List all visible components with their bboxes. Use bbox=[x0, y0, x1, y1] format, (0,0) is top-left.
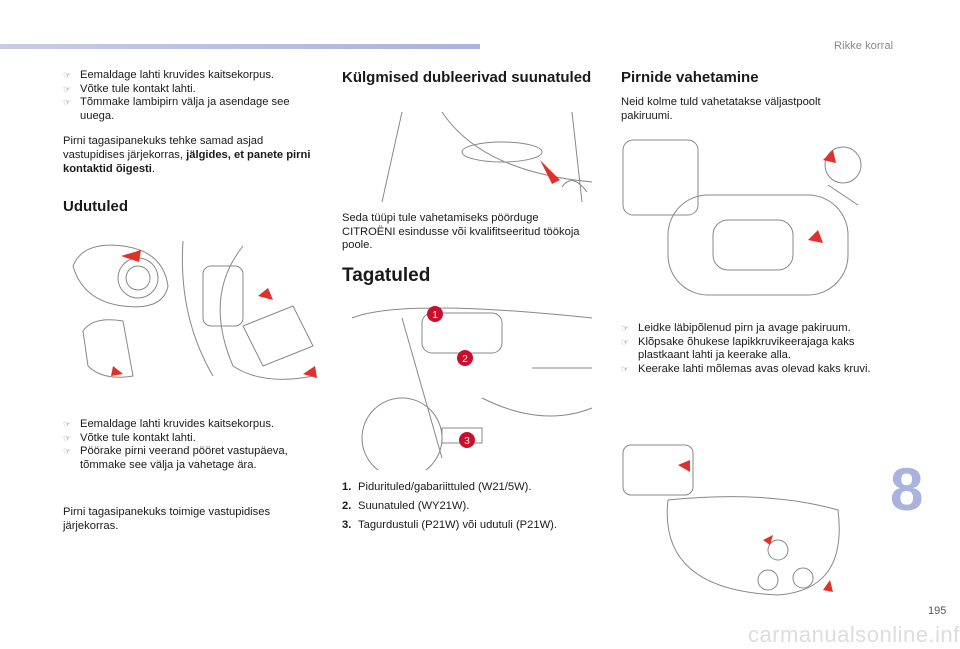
paragraph: Pirni tagasipanekuks tehke samad asjad v… bbox=[63, 135, 311, 175]
heading-udutuled: Udutuled bbox=[63, 198, 128, 216]
column-left: ☞Eemaldage lahti kruvides kaitsekorpus. … bbox=[63, 69, 313, 215]
list-item: ☞Tõmmake lambipirn välja ja asendage see… bbox=[63, 96, 290, 122]
pointing-hand-icon: ☞ bbox=[63, 446, 72, 457]
list-item: ☞Võtke tule kontakt lahti. bbox=[63, 431, 196, 444]
callout-1: 1 bbox=[432, 310, 438, 321]
rear-light-illustration: 1 2 3 bbox=[351, 306, 593, 470]
paragraph: Seda tüüpi tule vahetamiseks pöörduge CI… bbox=[342, 212, 580, 252]
page-number: 195 bbox=[928, 605, 947, 617]
callout-3: 3 bbox=[464, 436, 470, 447]
header-bar bbox=[0, 44, 480, 49]
list-item: ☞Leidke läbipõlenud pirn ja avage pakiru… bbox=[621, 322, 851, 334]
heading-pirnide: Pirnide vahetamine bbox=[621, 69, 759, 86]
list-item: ☞Keerake lahti mõlemas avas olevad kaks … bbox=[621, 362, 871, 375]
pointing-hand-icon: ☞ bbox=[63, 97, 72, 108]
list-item: 3.Tagurdustuli (P21W) või udutuli (P21W)… bbox=[342, 519, 557, 531]
column-middle-text: Seda tüüpi tule vahetamiseks pöörduge CI… bbox=[342, 212, 592, 286]
column-left-lower: ☞Eemaldage lahti kruvides kaitsekorpus. … bbox=[63, 418, 313, 546]
tail-lamp-illustration bbox=[622, 139, 862, 296]
list-item: ☞Võtke tule kontakt lahti. bbox=[63, 82, 196, 95]
pointing-hand-icon: ☞ bbox=[621, 336, 630, 347]
list-item: ☞Klõpsake õhukese lapikkruvikeerajaga ka… bbox=[621, 335, 855, 362]
column-right: Pirnide vahetamine Neid kolme tuld vahet… bbox=[621, 69, 871, 135]
chapter-number: 8 bbox=[890, 456, 924, 523]
list-item: 2.Suunatuled (WY21W). bbox=[342, 500, 470, 512]
pointing-hand-icon: ☞ bbox=[63, 70, 72, 80]
list-item: ☞Eemaldage lahti kruvides kaitsekorpus. bbox=[63, 418, 275, 430]
pointing-hand-icon: ☞ bbox=[63, 419, 72, 429]
pointing-hand-icon: ☞ bbox=[621, 363, 630, 374]
steps-list: ☞Eemaldage lahti kruvides kaitsekorpus. … bbox=[63, 69, 313, 123]
bulb-list: 1.Pidurituled/gabariittuled (W21/5W). 2.… bbox=[342, 478, 592, 535]
list-item: 1.Pidurituled/gabariittuled (W21/5W). bbox=[342, 481, 532, 493]
heading-kulgmised: Külgmised dubleerivad suunatuled bbox=[342, 69, 592, 86]
heading-tagatuled: Tagatuled bbox=[342, 264, 431, 286]
callout-2: 2 bbox=[462, 354, 468, 365]
paragraph: Pirni tagasipanekuks toimige vastupidise… bbox=[63, 506, 271, 532]
paragraph: Neid kolme tuld vahetatakse väljastpoolt… bbox=[621, 96, 821, 122]
list-item: ☞Eemaldage lahti kruvides kaitsekorpus. bbox=[63, 69, 275, 81]
column-middle: Külgmised dubleerivad suunatuled bbox=[342, 69, 592, 86]
pointing-hand-icon: ☞ bbox=[621, 323, 630, 333]
side-repeater-illustration bbox=[381, 112, 593, 203]
column-right-lower: ☞Leidke läbipõlenud pirn ja avage pakiru… bbox=[621, 322, 876, 388]
bulb-holder-illustration bbox=[622, 444, 840, 596]
list-item: ☞Pöörake pirni veerand pööret vastupäeva… bbox=[63, 445, 288, 471]
fog-light-illustration bbox=[72, 240, 317, 380]
section-title: Rikke korral bbox=[834, 40, 894, 52]
pointing-hand-icon: ☞ bbox=[63, 432, 72, 443]
pointing-hand-icon: ☞ bbox=[63, 83, 72, 94]
watermark: carmanualsonline.info bbox=[748, 622, 960, 647]
